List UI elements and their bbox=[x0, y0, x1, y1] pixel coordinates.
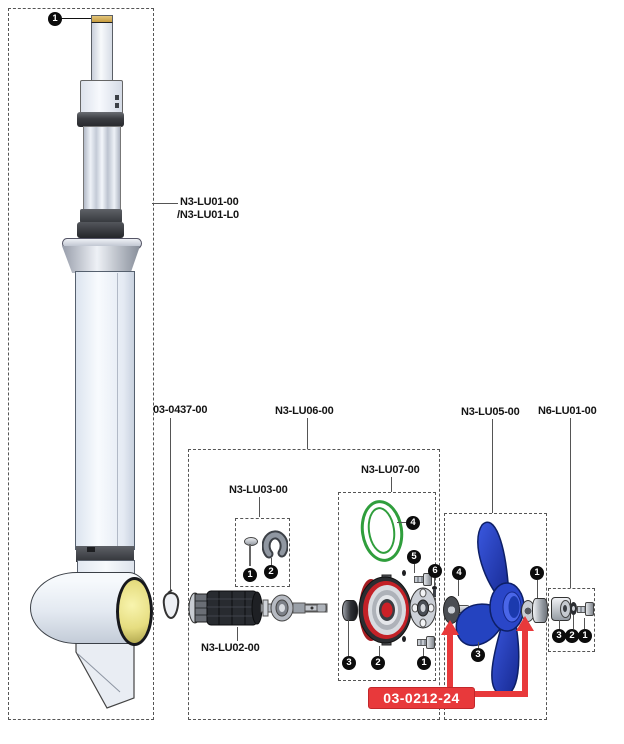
callout-badge: 1 bbox=[530, 566, 544, 580]
callout-badge: 3 bbox=[342, 656, 356, 670]
motor-end-cap bbox=[358, 574, 412, 646]
callout-leader bbox=[348, 620, 349, 656]
callout-badge: 2 bbox=[264, 565, 278, 579]
part-label-0437: 03-0437-00 bbox=[153, 404, 208, 416]
callout-leader bbox=[423, 648, 424, 657]
part-label-lu07: N3-LU07-00 bbox=[361, 464, 420, 476]
callout-leader bbox=[478, 642, 479, 648]
prop-shaft-opening bbox=[116, 577, 153, 646]
brush-screw bbox=[244, 537, 258, 546]
callout-badge: 2 bbox=[565, 629, 579, 643]
label-leader bbox=[570, 418, 571, 588]
callout-badge: 2 bbox=[371, 656, 385, 670]
callout-leader bbox=[573, 615, 574, 629]
label-leader bbox=[259, 497, 260, 517]
motor-body-cylinder bbox=[75, 271, 135, 550]
prop-spacer-bore bbox=[563, 605, 567, 612]
callout-leader bbox=[379, 646, 380, 656]
lower-collar bbox=[77, 222, 124, 238]
terminal-pin-head bbox=[432, 586, 437, 590]
callout-leader bbox=[434, 578, 435, 586]
highlight-part-label: 03-0212-24 bbox=[368, 687, 475, 709]
group-lu06-box bbox=[188, 449, 440, 720]
prop-nut bbox=[532, 598, 548, 623]
highlight-connector bbox=[466, 691, 528, 697]
skeg-fin bbox=[75, 639, 135, 709]
terminal-pin bbox=[433, 589, 436, 597]
label-leader bbox=[307, 418, 308, 449]
callout-badge: 3 bbox=[471, 648, 485, 662]
highlight-arrow-left-stem bbox=[447, 634, 453, 688]
shaft-cap bbox=[91, 15, 113, 23]
callout-leader bbox=[414, 564, 415, 573]
callout-badge: 6 bbox=[428, 564, 442, 578]
callout-leader bbox=[61, 18, 92, 19]
shaft-column bbox=[83, 126, 121, 212]
callout-badge: 1 bbox=[243, 568, 257, 582]
callout-badge: 1 bbox=[578, 629, 592, 643]
brush-spring-clip bbox=[262, 530, 288, 559]
bearing-end-plate bbox=[409, 587, 437, 629]
upper-shaft-tube bbox=[91, 15, 113, 85]
callout-badge: 4 bbox=[406, 516, 420, 530]
highlight-arrow-left-icon bbox=[441, 620, 459, 635]
callout-badge: 3 bbox=[552, 629, 566, 643]
propeller bbox=[455, 521, 525, 696]
group-lu03-box bbox=[235, 518, 290, 587]
brush-screw-shank bbox=[249, 544, 251, 566]
part-label-lu06: N3-LU06-00 bbox=[275, 405, 334, 417]
callout-leader bbox=[537, 580, 538, 598]
part-label-lu01-alt: /N3-LU01-L0 bbox=[177, 209, 239, 221]
highlight-arrow-right-icon bbox=[516, 616, 534, 631]
label-leader bbox=[492, 419, 493, 513]
callout-leader bbox=[458, 580, 459, 596]
body-seam-line bbox=[117, 273, 118, 546]
callout-leader bbox=[584, 618, 585, 629]
highlight-arrow-right-stem bbox=[522, 630, 528, 697]
retaining-clip bbox=[162, 589, 180, 620]
part-label-lu01: N3-LU01-00 bbox=[180, 196, 239, 208]
label-leader bbox=[237, 627, 238, 641]
callout-leader bbox=[397, 522, 406, 523]
clamp-tab bbox=[87, 547, 95, 552]
part-label-lu05: N3-LU05-00 bbox=[461, 406, 520, 418]
cap-screw-bottom-head bbox=[426, 636, 435, 649]
side-screw-dot bbox=[402, 636, 406, 642]
callout-badge: 4 bbox=[452, 566, 466, 580]
callout-leader bbox=[271, 558, 272, 566]
upper-collar bbox=[77, 112, 124, 127]
part-label-n6lu01: N6-LU01-00 bbox=[538, 405, 597, 417]
anode-screw-head bbox=[585, 602, 594, 616]
part-label-lu03: N3-LU03-00 bbox=[229, 484, 288, 496]
callout-badge: 1 bbox=[48, 12, 62, 26]
side-screw-dot bbox=[402, 570, 406, 576]
small-washer-hole bbox=[572, 606, 575, 611]
head-detail-mark bbox=[115, 95, 119, 100]
mid-collar bbox=[80, 209, 122, 223]
armature-rotor bbox=[188, 590, 328, 626]
callout-badge: 5 bbox=[407, 550, 421, 564]
cap-screw-top-head bbox=[423, 573, 432, 586]
label-leader bbox=[170, 418, 171, 590]
head-detail-mark bbox=[115, 103, 119, 108]
cone-transition bbox=[62, 246, 140, 273]
callout-leader bbox=[559, 620, 560, 629]
label-leader bbox=[391, 477, 392, 492]
group-n6lu01-box bbox=[548, 588, 595, 652]
part-label-lu02: N3-LU02-00 bbox=[201, 642, 260, 654]
label-leader bbox=[152, 203, 178, 204]
bushing bbox=[342, 600, 358, 621]
callout-badge: 1 bbox=[417, 656, 431, 670]
assembly-lu01-box bbox=[8, 8, 154, 720]
